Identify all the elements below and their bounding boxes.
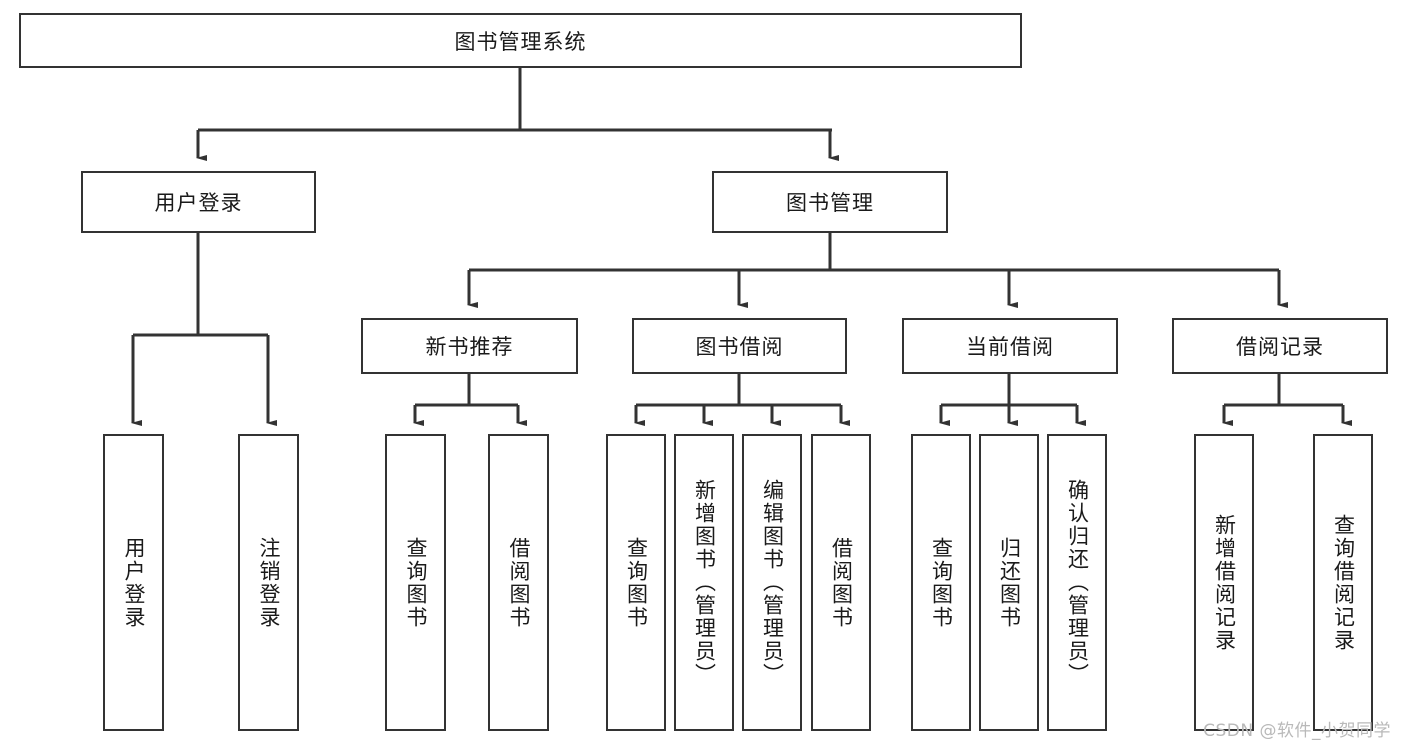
node-label: 新书推荐 xyxy=(425,335,514,359)
node-current-borrow[interactable]: 当前借阅 xyxy=(902,318,1118,374)
leaf-current-query-book[interactable]: 查询图书 xyxy=(911,434,971,731)
node-label: 新增借阅记录 xyxy=(1212,513,1237,652)
node-root[interactable]: 图书管理系统 xyxy=(19,13,1022,68)
node-label: 归还图书 xyxy=(997,536,1022,629)
node-label: 确认归还（管理员） xyxy=(1065,479,1090,686)
node-new-book-recommend[interactable]: 新书推荐 xyxy=(361,318,578,374)
leaf-borrow-add-book-admin[interactable]: 新增图书（管理员） xyxy=(674,434,734,731)
node-label: 图书管理系统 xyxy=(454,29,587,54)
node-label: 借阅图书 xyxy=(507,536,531,629)
node-label: 注销登录 xyxy=(257,536,281,629)
node-user-login[interactable]: 用户登录 xyxy=(81,171,316,233)
node-book-management[interactable]: 图书管理 xyxy=(712,171,948,233)
node-label: 图书管理 xyxy=(786,191,874,215)
leaf-borrow-query-book[interactable]: 查询图书 xyxy=(606,434,666,731)
node-book-borrow[interactable]: 图书借阅 xyxy=(632,318,847,374)
leaf-borrow-borrow-book[interactable]: 借阅图书 xyxy=(811,434,871,731)
node-label: 查询图书 xyxy=(404,536,428,629)
node-label: 查询图书 xyxy=(624,536,649,629)
leaf-current-confirm-return-admin[interactable]: 确认归还（管理员） xyxy=(1047,434,1107,731)
node-borrow-record[interactable]: 借阅记录 xyxy=(1172,318,1388,374)
leaf-user-login[interactable]: 用户登录 xyxy=(103,434,164,731)
node-label: 编辑图书（管理员） xyxy=(760,479,785,686)
node-label: 借阅记录 xyxy=(1236,335,1324,359)
node-label: 新增图书（管理员） xyxy=(692,479,717,686)
leaf-record-add-record[interactable]: 新增借阅记录 xyxy=(1194,434,1254,731)
node-label: 用户登录 xyxy=(154,191,243,215)
csdn-watermark: CSDN @软件_小贺同学 xyxy=(1203,721,1391,741)
node-label: 借阅图书 xyxy=(829,536,854,629)
leaf-borrow-edit-book-admin[interactable]: 编辑图书（管理员） xyxy=(742,434,802,731)
node-label: 当前借阅 xyxy=(966,335,1054,359)
leaf-record-query-record[interactable]: 查询借阅记录 xyxy=(1313,434,1373,731)
node-label: 用户登录 xyxy=(122,536,146,629)
node-label: 查询借阅记录 xyxy=(1331,513,1356,652)
leaf-newbook-borrow-book[interactable]: 借阅图书 xyxy=(488,434,549,731)
leaf-newbook-query-book[interactable]: 查询图书 xyxy=(385,434,446,731)
leaf-current-return-book[interactable]: 归还图书 xyxy=(979,434,1039,731)
node-label: 查询图书 xyxy=(929,536,954,629)
node-label: 图书借阅 xyxy=(695,335,784,359)
leaf-logout[interactable]: 注销登录 xyxy=(238,434,299,731)
